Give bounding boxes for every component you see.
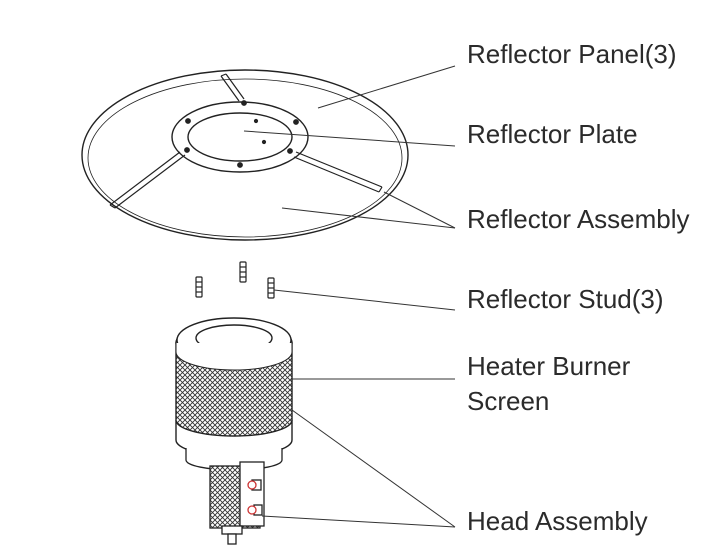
leader-reflector-panel [317, 65, 456, 109]
label-reflector-stud: Reflector Stud(3) [467, 284, 664, 314]
label-head-assembly: Head Assembly [467, 506, 648, 536]
label-reflector-panel: Reflector Panel(3) [467, 39, 677, 69]
leader-reflector-plate [243, 130, 456, 147]
label-reflector-assembly: Reflector Assembly [467, 204, 690, 234]
label-reflector-plate: Reflector Plate [467, 119, 638, 149]
leader-head-assembly-1 [291, 409, 456, 528]
leader-reflector-assembly-2 [383, 191, 456, 229]
leader-reflector-stud [273, 289, 456, 311]
label-heater-burner-screen-line1: Heater Burner [467, 351, 631, 381]
reflector-plate-drawing [171, 100, 309, 173]
leader-reflector-assembly-1 [281, 207, 456, 229]
leader-head-assembly-2 [261, 515, 456, 528]
label-heater-burner-screen-line2: Screen [467, 386, 550, 416]
reflector-assembly-drawing [81, 69, 409, 241]
reflector-stud-drawing [195, 261, 275, 299]
reflector-panel-drawing [109, 73, 383, 209]
head-assembly-drawing [185, 448, 283, 545]
heater-burner-screen-drawing [175, 317, 293, 457]
leader-lines [243, 65, 456, 528]
